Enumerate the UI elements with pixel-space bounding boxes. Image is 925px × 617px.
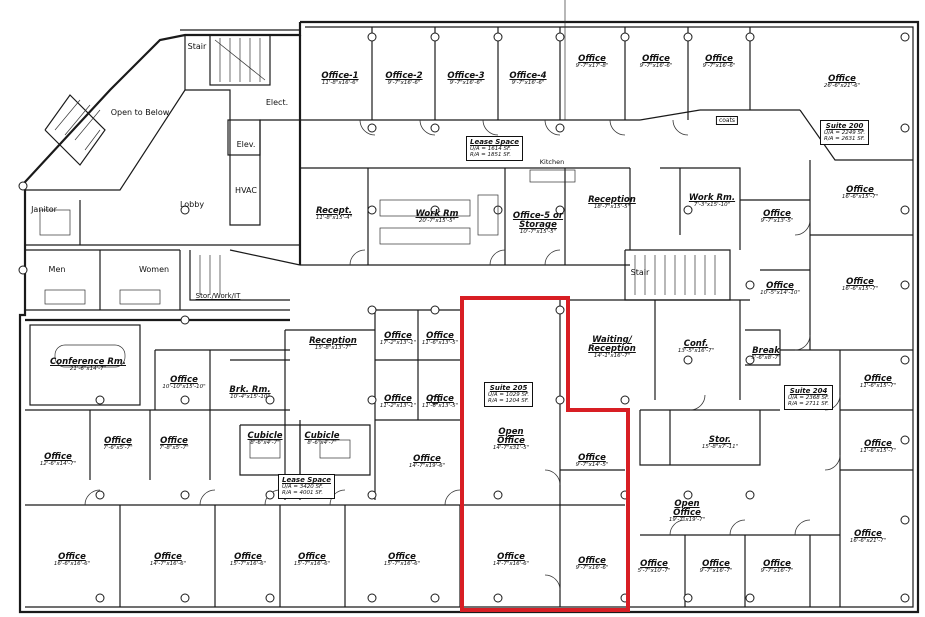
label-coats: coats [715,116,739,125]
furniture [39,169,576,459]
room-recept[interactable]: Recept.11'-8"x15'-4" [315,206,353,221]
label-hvac: HVAC [235,186,257,195]
core-walls [25,34,301,311]
label-kitchen: Kitchen [539,158,565,166]
label-stair-mid: Stair [630,268,650,277]
room-stor[interactable]: Stor.15'-8"x7'-11" [701,435,739,450]
room-conference[interactable]: Conference Rm.21'-6"x14'-7" [50,357,126,372]
room-work-rm-east[interactable]: Work Rm.7'-3"x15'-10" [688,193,736,208]
label-lobby: Lobby [179,200,205,209]
structural-columns [18,32,910,603]
room-brk-rm[interactable]: Brk. Rm.10'-4"x15'-10" [229,385,271,400]
label-women: Women [138,265,170,274]
east-middle-walls [570,299,913,471]
label-men: Men [48,265,66,274]
middle-walls [25,309,460,500]
label-elect: Elect. [265,98,289,107]
label-stor-work-it: Stor./Work/IT [195,292,241,300]
north-wing-walls [298,0,913,350]
exterior-walls [18,20,920,614]
label-elev: Elev. [236,140,256,149]
label-open-to-below: Open to Below [110,108,170,117]
label-stair-top: Stair [187,42,207,51]
label-janitor: Janitor [31,205,57,214]
room-conf[interactable]: Conf.13'-5"x16'-7" [677,339,715,354]
suite-205-highlight [460,296,630,612]
